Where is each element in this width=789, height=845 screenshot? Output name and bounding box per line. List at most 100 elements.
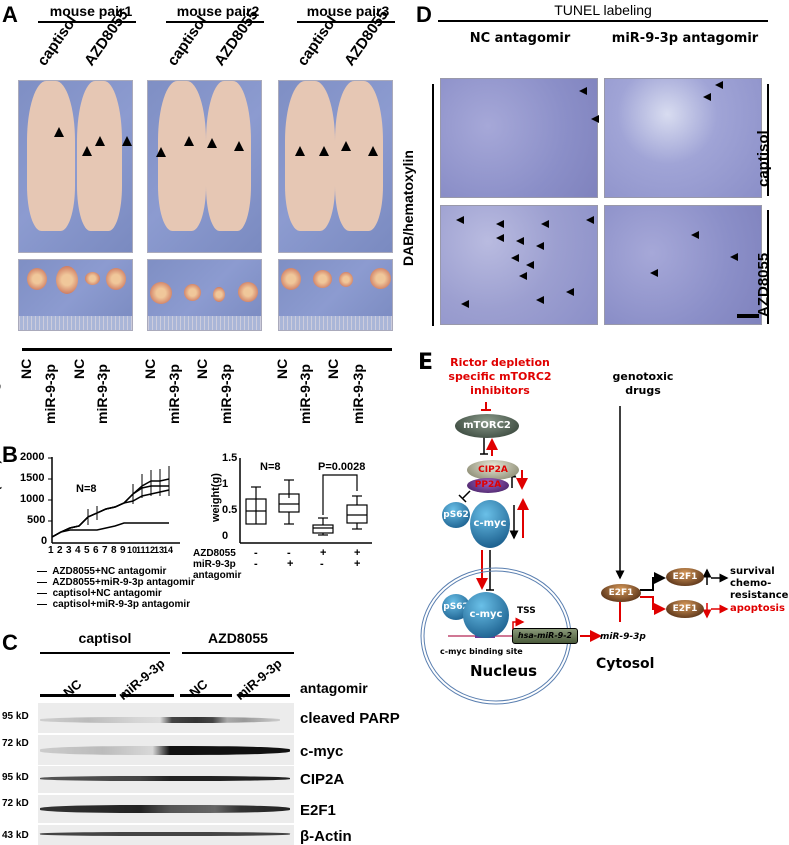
x-tick: 4 — [75, 545, 81, 556]
group-label-captisol: captisol — [78, 630, 132, 646]
node-cip2a: CIP2A — [467, 460, 519, 480]
group-label-azd8055: AZD8055 — [208, 630, 268, 646]
row-value: - — [254, 558, 258, 570]
title-underline — [438, 20, 768, 22]
gene-hsa-mir-9-2: hsa-miR-9-2 — [512, 628, 578, 644]
marker-label: 72 kD — [2, 738, 29, 749]
lane-underline — [40, 694, 116, 697]
box-plot — [239, 458, 372, 544]
column-label-nc: NC antagomir — [469, 31, 571, 46]
y-tick: 2000 — [20, 451, 45, 463]
x-tick: 1 — [48, 545, 54, 556]
row-value: - — [254, 547, 258, 559]
lane-underline — [238, 694, 290, 697]
node-e2f1: E2F1 — [601, 584, 641, 602]
group-underline — [182, 652, 294, 654]
legend-item: — captisol+miR-9-3p antagomir — [37, 599, 191, 610]
mouse-photo-pair3 — [278, 80, 393, 253]
x-tick: 2 — [57, 545, 63, 556]
protein-label: E2F1 — [300, 802, 336, 819]
row-bracket — [767, 210, 769, 324]
node-e2f1-up: E2F1 — [666, 568, 704, 586]
group-underline — [38, 21, 136, 23]
mouse-photo-pair2 — [147, 80, 262, 253]
y-tick: 1500 — [20, 472, 45, 484]
blot-e2f1 — [38, 795, 294, 823]
tunel-image-captisol-nc — [440, 78, 599, 198]
panel-letter-b: B — [2, 442, 18, 467]
blot-beta-actin — [38, 825, 294, 845]
protein-label: β-Actin — [300, 828, 352, 845]
x-tick: 13 — [154, 545, 165, 555]
blot-cleaved-parp — [38, 703, 294, 733]
y-tick: 1000 — [20, 493, 45, 505]
tunel-image-azd-mir — [604, 205, 762, 325]
mirna-label: miR-9-3p — [600, 632, 646, 642]
legend-item: — captisol+NC antagomir — [37, 588, 162, 599]
line-plot — [48, 457, 180, 544]
y-tick: 0.5 — [222, 504, 238, 516]
node-mtorc2: mTORC2 — [455, 414, 519, 438]
tunel-image-azd-nc — [440, 205, 598, 325]
y-tick: 0 — [41, 535, 48, 547]
row-value: - — [320, 558, 324, 570]
group-underline — [297, 21, 395, 23]
legend-label: captisol+miR-9-3p antagomir — [52, 599, 191, 610]
stain-bracket — [432, 84, 434, 326]
legend-label: AZD8055+NC antagomir — [52, 566, 167, 577]
x-tick: 9 — [120, 545, 126, 556]
lane-underline — [122, 694, 174, 697]
survival-label: survival chemo- resistance — [730, 566, 789, 601]
node-c-myc-nuclear: c-myc — [463, 592, 509, 638]
marker-label: 95 kD — [2, 772, 29, 783]
tumor-photo-pair1 — [18, 259, 133, 331]
panel-letter-d: D — [416, 2, 432, 27]
row-value: + — [287, 558, 294, 570]
x-tick: 6 — [93, 545, 99, 556]
cytosol-label: Cytosol — [596, 656, 655, 672]
marker-label: 95 kD — [2, 711, 29, 722]
marker-label: 43 kD — [2, 830, 29, 841]
row-value: + — [354, 547, 361, 559]
legend-item: — AZD8055+NC antagomir — [37, 566, 167, 577]
x-tick: 7 — [102, 545, 108, 556]
n-annotation: N=8 — [260, 461, 281, 473]
mouse-photo-pair1 — [18, 80, 133, 253]
lane-underline — [180, 694, 232, 697]
y-tick: 1.5 — [222, 452, 238, 464]
antagomir-underline — [22, 348, 392, 351]
antagomir-label: antagomir — [300, 680, 368, 696]
row-label: AZD8055 — [193, 548, 236, 559]
node-c-myc: c-myc — [470, 500, 510, 548]
nucleus-label: Nucleus — [470, 662, 538, 680]
genotoxic-text: genotoxic drugs — [612, 370, 674, 397]
tumor-photo-pair2 — [147, 259, 262, 331]
group-title-pair1: mouse pair1 — [49, 3, 133, 19]
node-pp2a: PP2A — [467, 478, 509, 493]
y-tick: 0 — [222, 530, 229, 542]
protein-label: CIP2A — [300, 771, 345, 788]
panel-letter-c: C — [2, 630, 18, 655]
group-underline — [40, 652, 170, 654]
inhibitor-text: Rictor depletion specific mTORC2 inhibit… — [448, 356, 552, 397]
legend-item: — AZD8055+miR-9-3p antagomir — [37, 577, 195, 588]
node-ps62: pS62 — [442, 502, 470, 528]
group-title-pair3: mouse pair3 — [306, 3, 390, 19]
row-value: + — [320, 547, 327, 559]
y-tick: 500 — [27, 514, 46, 526]
x-tick: 11 — [136, 545, 146, 555]
row-value: + — [354, 558, 361, 570]
binding-site-label: c-myc binding site — [440, 647, 523, 656]
protein-label: cleaved PARP — [300, 710, 400, 727]
x-tick: 12 — [145, 545, 156, 555]
row-bracket — [767, 84, 769, 196]
node-e2f1-down: E2F1 — [666, 600, 704, 618]
y-tick: 1 — [222, 478, 229, 490]
tunel-image-captisol-mir — [604, 78, 762, 198]
x-tick: 14 — [163, 545, 174, 555]
x-tick: 5 — [84, 545, 90, 556]
tumor-photo-pair3 — [278, 259, 393, 331]
x-tick: 3 — [66, 545, 72, 556]
legend-label: AZD8055+miR-9-3p antagomir — [52, 577, 195, 588]
